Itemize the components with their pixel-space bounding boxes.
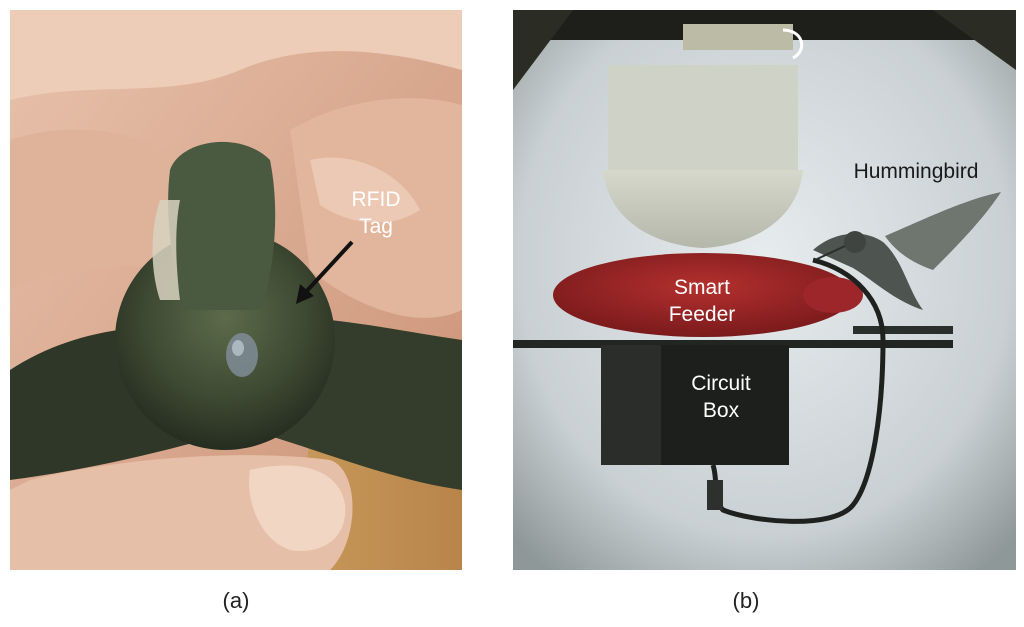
caption-a: (a) xyxy=(222,588,250,613)
smart-feeder-photo xyxy=(513,10,1016,570)
rfid-label-line1: RFID xyxy=(351,188,401,211)
photo-panel-a: RFID Tag xyxy=(10,10,462,570)
circuit-box-line1: Circuit xyxy=(691,372,751,395)
smart-feeder-line2: Feeder xyxy=(668,303,736,326)
arrow-line xyxy=(302,240,354,296)
photo-panel-b: Hummingbird Smart Feeder Circuit Box xyxy=(513,10,1016,570)
smart-feeder-label: Smart Feeder xyxy=(647,274,757,328)
arrow-head xyxy=(296,284,314,304)
hummingbird-in-hand-photo xyxy=(10,10,462,570)
caption-b: (b) xyxy=(732,588,760,613)
smart-feeder-line1: Smart xyxy=(673,276,730,299)
circuit-box-line2: Box xyxy=(702,399,740,422)
rfid-label-line2: Tag xyxy=(359,215,393,238)
circuit-box-label: Circuit Box xyxy=(671,370,771,424)
hummingbird-label: Hummingbird xyxy=(853,160,979,183)
rfid-tag-label: RFID Tag xyxy=(340,186,412,240)
